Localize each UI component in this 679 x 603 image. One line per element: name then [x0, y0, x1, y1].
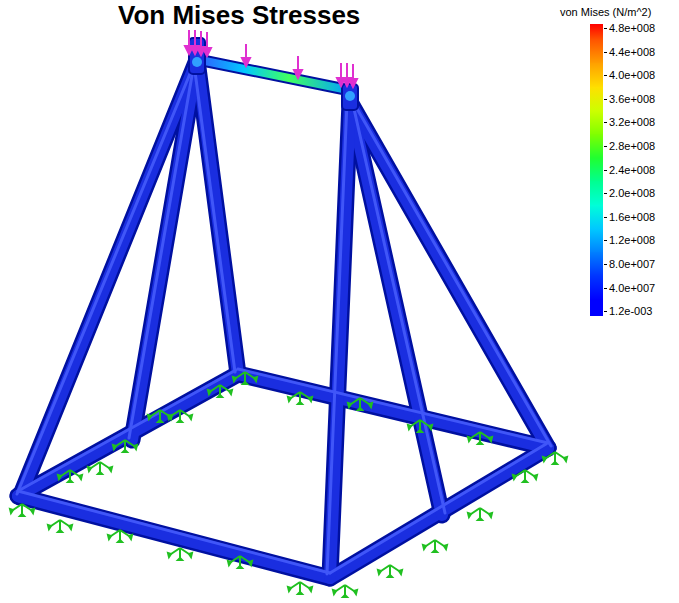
- fixture-symbol: [513, 470, 537, 482]
- colorbar-value: 1.2e+008: [609, 234, 655, 246]
- colorbar-tick: [604, 264, 607, 265]
- fixture-symbol: [378, 565, 402, 577]
- colorbar-value: 2.0e+008: [609, 187, 655, 199]
- fixture-symbol: [228, 556, 252, 568]
- fixture-symbol: [543, 452, 567, 464]
- fixture-symbol: [113, 440, 137, 452]
- colorbar-tick: [604, 146, 607, 147]
- fixture-symbol: [208, 385, 232, 397]
- fixture-symbol: [423, 540, 447, 552]
- colorbar-value: 2.4e+008: [609, 164, 655, 176]
- colorbar-value: 4.0e+007: [609, 282, 655, 294]
- colorbar-value: 4.8e+008: [609, 22, 655, 34]
- fixture-symbol: [348, 398, 372, 410]
- top-beam: [189, 38, 358, 110]
- tube-shadow: [18, 60, 548, 578]
- colorbar-segment: [590, 299, 603, 315]
- colorbar-segment: [590, 87, 603, 111]
- colorbar-segment: [590, 24, 603, 40]
- tube-highlight: [17, 64, 551, 574]
- colorbar-tick: [604, 288, 607, 289]
- colorbar-tick: [604, 52, 607, 53]
- fixture-symbol: [88, 462, 112, 474]
- load-arrows: [185, 30, 357, 87]
- colorbar-value: 3.2e+008: [609, 116, 655, 128]
- colorbar-value: 2.8e+008: [609, 140, 655, 152]
- colorbar-tick: [604, 240, 607, 241]
- plot-title: Von Mises Stresses: [118, 0, 360, 31]
- colorbar-segment: [590, 229, 603, 253]
- colorbar-segment: [590, 158, 603, 182]
- fixture-symbol: [233, 372, 257, 384]
- fixture-symbol: [333, 585, 357, 597]
- legend-heading: von Mises (N/m^2): [560, 6, 651, 18]
- colorbar-value: 4.0e+008: [609, 69, 655, 81]
- colorbar-segment: [590, 134, 603, 158]
- colorbar-tick: [604, 75, 607, 76]
- fixture-symbol: [48, 520, 72, 532]
- fixture-symbol: [168, 548, 192, 560]
- colorbar-tick: [604, 170, 607, 171]
- fixture-symbols: [10, 372, 567, 597]
- colorbar-value: 1.6e+008: [609, 211, 655, 223]
- colorbar-segment: [590, 111, 603, 135]
- fixture-symbol: [288, 582, 312, 594]
- colorbar-segment: [590, 40, 603, 64]
- colorbar-tick: [604, 99, 607, 100]
- fixture-symbol: [468, 432, 492, 444]
- colorbar-value: 4.4e+008: [609, 46, 655, 58]
- colorbar-segment: [590, 63, 603, 87]
- fixture-symbol: [408, 420, 432, 432]
- colorbar-value: 8.0e+007: [609, 258, 655, 270]
- colorbar-tick: [604, 311, 607, 312]
- fixture-symbol: [10, 504, 34, 516]
- colorbar-segment: [590, 276, 603, 300]
- tube-body: [18, 60, 548, 578]
- colorbar-tick: [604, 217, 607, 218]
- fixture-symbol: [58, 470, 82, 482]
- colorbar-segment: [590, 181, 603, 205]
- colorbar-tick: [604, 193, 607, 194]
- colorbar-tick: [604, 28, 607, 29]
- fixture-symbol: [468, 508, 492, 520]
- fixture-symbol: [288, 392, 312, 404]
- colorbar-segment: [590, 205, 603, 229]
- colorbar-tick: [604, 122, 607, 123]
- colorbar-value: 3.6e+008: [609, 93, 655, 105]
- fixture-symbol: [148, 410, 172, 422]
- colorbar-segment: [590, 252, 603, 276]
- fixture-symbol: [108, 530, 132, 542]
- colorbar-value: 1.2e-003: [609, 305, 652, 317]
